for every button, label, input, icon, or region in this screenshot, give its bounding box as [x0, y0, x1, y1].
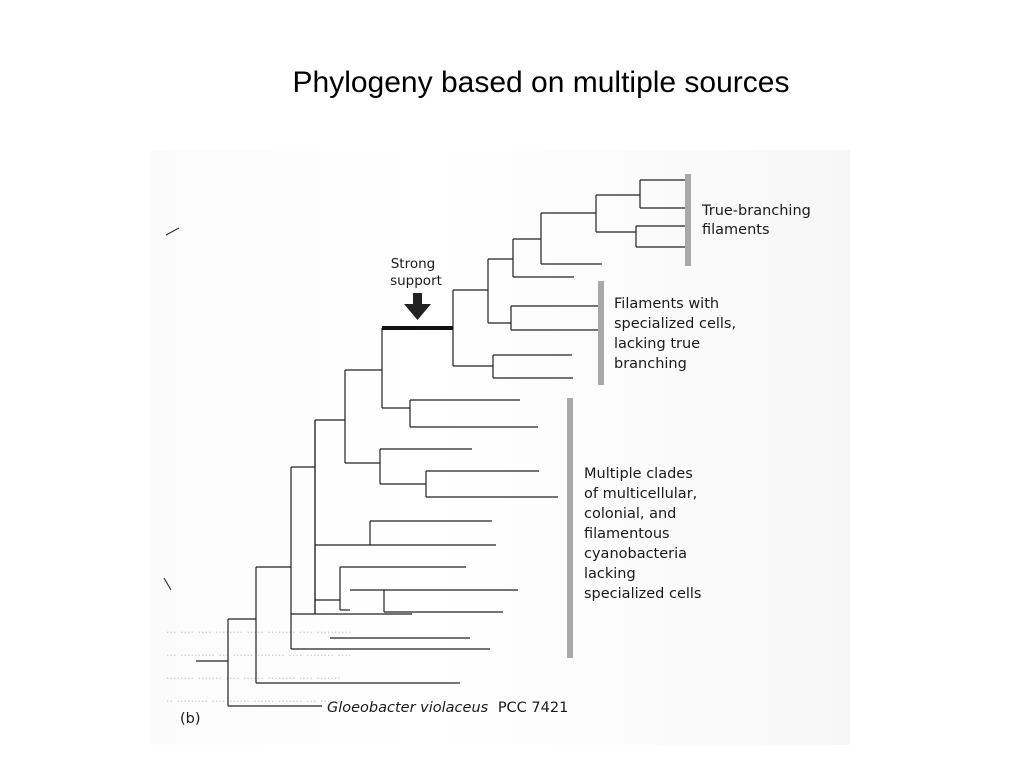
- clade-label-line: filaments: [702, 222, 770, 238]
- svg-text:·· ········· ···· ······ ·····: ·· ········· ···· ······ ······ ······· …: [166, 695, 341, 708]
- support-label-line1: Strong: [391, 256, 436, 272]
- clade-label-line: filamentous: [584, 526, 670, 542]
- clade-label-line: colonial, and: [584, 506, 676, 522]
- slide-title: Phylogeny based on multiple sources: [292, 66, 790, 99]
- clade-label-line: specialized cells: [584, 586, 701, 602]
- clade-bar-specialized-cells: [598, 281, 604, 385]
- clade-label-line: True-branching: [701, 203, 811, 219]
- clade-label-line: branching: [614, 356, 687, 372]
- outgroup-label: Gloeobacter violaceus PCC 7421: [327, 700, 568, 716]
- outgroup-strain: PCC 7421: [498, 700, 569, 716]
- clade-label-line: of multicellular,: [584, 486, 697, 502]
- clade-label-line: Multiple clades: [584, 466, 693, 482]
- svg-text:··· ·········· ··· ······ ····: ··· ·········· ··· ······ ········ ···· …: [166, 649, 351, 662]
- phylogeny-tree: ··· ···· ···· ········ ····· ········ ··…: [163, 174, 811, 727]
- svg-text:········ ······· ···· ······ ·: ········ ······· ···· ······ ········ ··…: [166, 672, 341, 685]
- svg-text:··· ···· ···· ········ ····· ·: ··· ···· ···· ········ ····· ········ ··…: [166, 626, 351, 639]
- phylogeny-figure: ··· ···· ···· ········ ····· ········ ··…: [150, 150, 850, 745]
- clade-label-line: lacking: [584, 566, 636, 582]
- tree-edges: [196, 179, 690, 707]
- outgroup-species: Gloeobacter violaceus: [327, 700, 489, 716]
- scan-residue: ··· ···· ···· ········ ····· ········ ··…: [166, 626, 351, 708]
- clade-label-line: specialized cells,: [614, 316, 736, 332]
- panel-label: (b): [180, 711, 201, 727]
- clade-label-line: lacking true: [614, 336, 700, 352]
- clade-label-specialized-cells: Filaments with specialized cells, lackin…: [614, 296, 736, 372]
- clade-label-true-branching: True-branching filaments: [701, 203, 811, 238]
- clade-label-multiple-clades: Multiple clades of multicellular, coloni…: [584, 466, 701, 602]
- clade-bar-true-branching: [685, 174, 691, 266]
- clade-label-line: cyanobacteria: [584, 546, 687, 562]
- scan-mark: [163, 577, 172, 591]
- support-label-line2: support: [390, 273, 442, 289]
- clade-label-line: Filaments with: [614, 296, 719, 312]
- strong-support-arrow-icon: [404, 293, 431, 320]
- clade-bar-multiple-clades: [567, 398, 573, 658]
- scan-mark: [165, 227, 180, 236]
